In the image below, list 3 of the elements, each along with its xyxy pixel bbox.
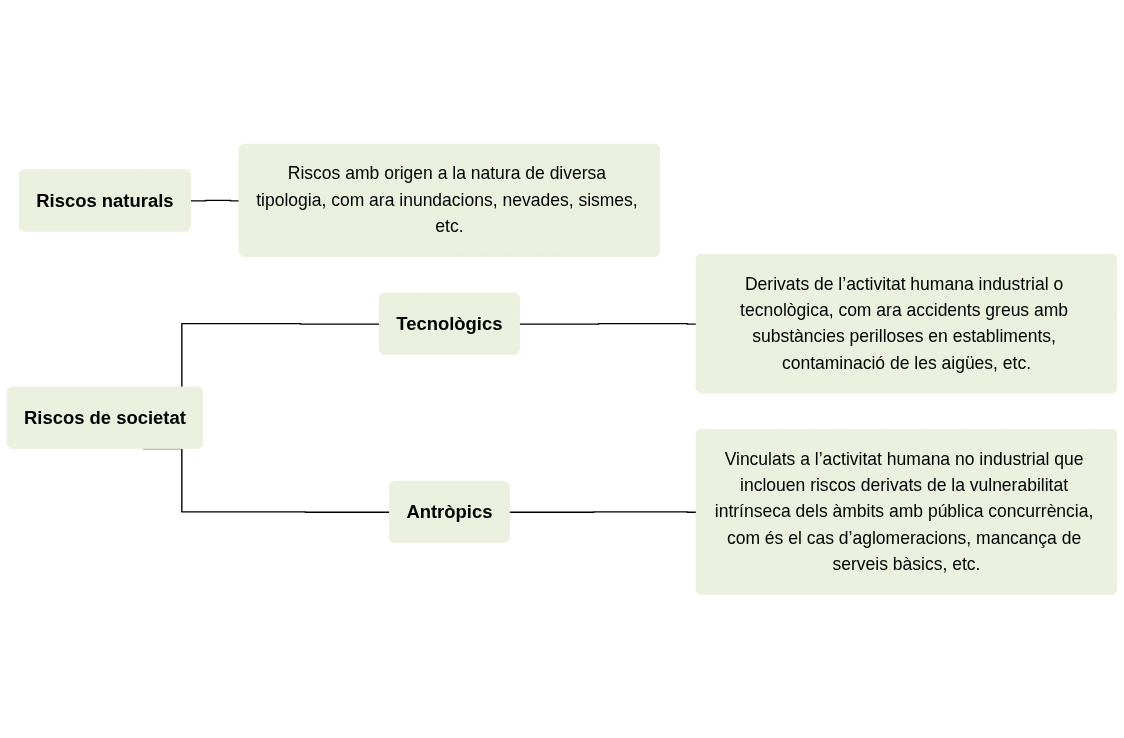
connector xyxy=(508,510,698,513)
connector xyxy=(518,322,698,325)
connector xyxy=(189,199,241,202)
